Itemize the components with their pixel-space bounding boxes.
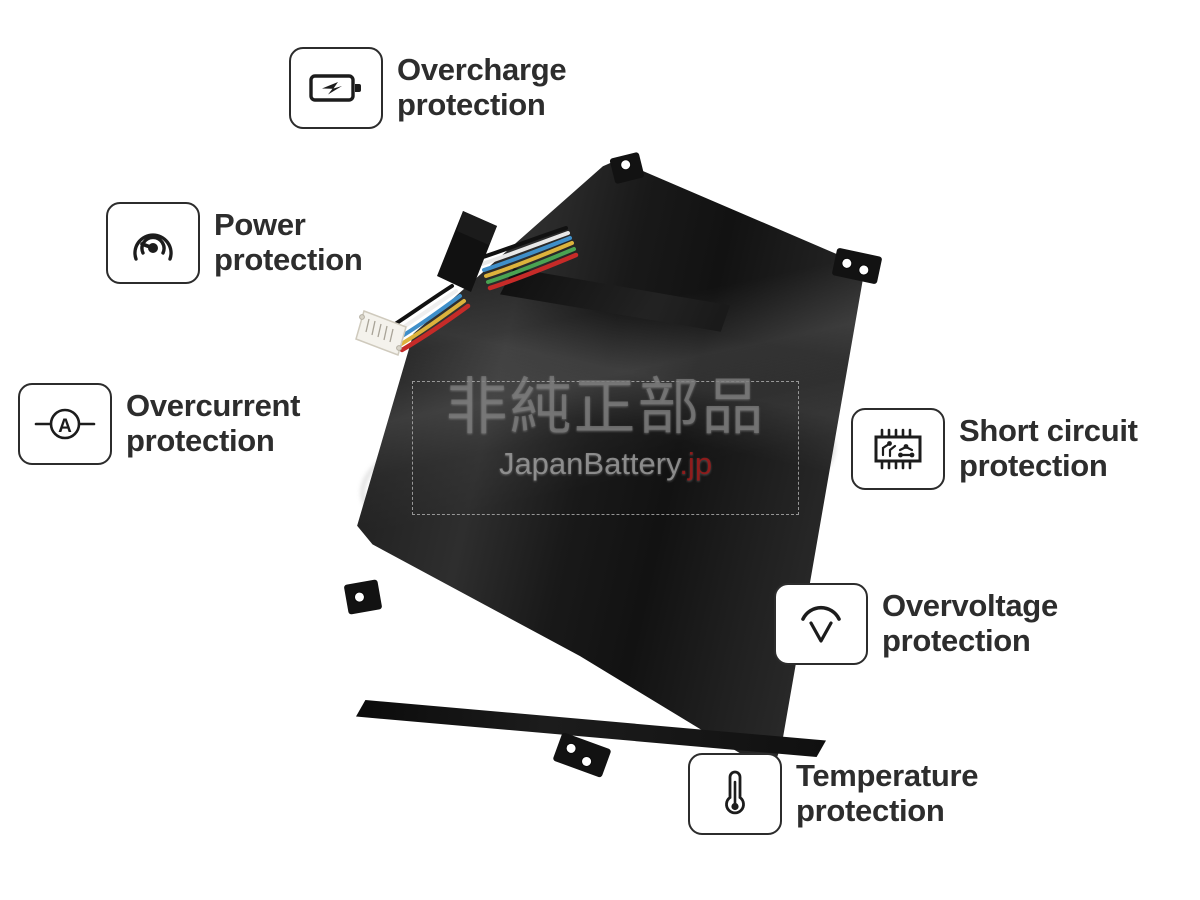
mounting-tab <box>831 247 883 285</box>
battery-cell-seam <box>500 268 730 332</box>
feature-overvoltage-label: Overvoltage protection <box>882 588 1058 658</box>
feature-overcurrent-label: Overcurrent protection <box>126 388 301 458</box>
screw-hole <box>354 591 365 603</box>
thermometer-icon-box <box>688 753 782 835</box>
screw-hole <box>858 264 870 276</box>
mounting-tab <box>343 579 383 615</box>
battery-body <box>357 160 864 773</box>
cable-tape-wrap <box>437 211 497 292</box>
screw-hole <box>580 755 593 768</box>
feature-overvoltage[interactable]: Overvoltage protection <box>774 583 1058 665</box>
mounting-tab <box>609 151 645 185</box>
voltmeter-arc-icon-box <box>774 583 868 665</box>
voltmeter-arc-icon <box>801 605 841 643</box>
gauge-icon <box>133 233 173 261</box>
watermark-brand: JapanBattery.jp <box>499 448 712 479</box>
screw-hole <box>565 742 577 755</box>
battery-bolt-icon-box <box>289 47 383 129</box>
watermark-brand-name: JapanBattery <box>498 446 680 481</box>
feature-temperature-label: Temperature protection <box>796 758 979 828</box>
svg-text:A: A <box>58 416 72 437</box>
feature-temperature[interactable]: Temperature protection <box>688 753 978 835</box>
ammeter-icon-box: A <box>18 383 112 465</box>
mounting-tab <box>552 732 612 778</box>
gauge-icon-box <box>106 202 200 284</box>
thermometer-icon <box>725 770 745 815</box>
feature-overcurrent[interactable]: A Overcurrent protection <box>18 383 300 465</box>
reflection-ring <box>377 383 817 553</box>
microchip-icon-box <box>851 408 945 490</box>
microchip-icon <box>874 428 922 470</box>
battery-bolt-icon <box>309 74 361 102</box>
feature-overcharge[interactable]: Overcharge protection <box>289 47 567 129</box>
battery-gloss-highlight <box>357 160 864 773</box>
ammeter-icon: A <box>34 408 96 440</box>
feature-short-circuit[interactable]: Short circuit protection <box>851 408 1138 490</box>
feature-short-circuit-label: Short circuit protection <box>959 413 1138 483</box>
watermark: 非純正部品 JapanBattery.jp <box>412 376 799 515</box>
screw-hole <box>841 257 853 269</box>
reflection-ring <box>399 399 795 539</box>
reflection-ring <box>353 367 843 573</box>
feature-overcharge-label: Overcharge protection <box>397 52 567 122</box>
watermark-brand-tld: .jp <box>679 446 713 481</box>
watermark-japanese-text: 非純正部品 <box>445 370 766 443</box>
feature-power[interactable]: Power protection <box>106 202 363 284</box>
feature-power-label: Power protection <box>214 207 363 277</box>
jst-connector <box>355 310 407 356</box>
screw-hole <box>620 159 632 171</box>
